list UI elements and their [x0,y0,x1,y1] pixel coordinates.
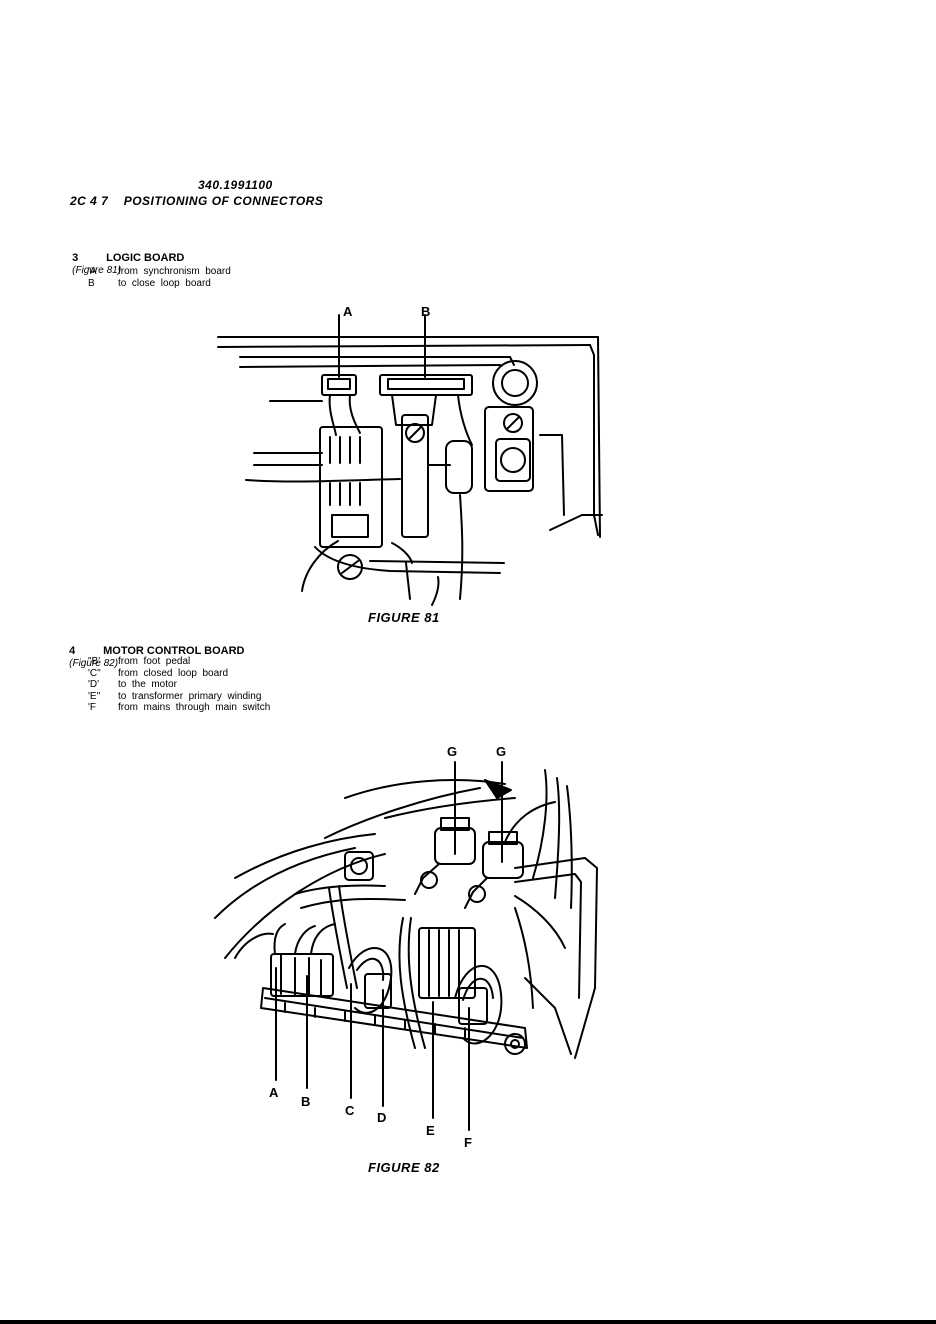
section-3-title: LOGIC BOARD [106,252,185,264]
section-4-figure-ref: (Figure 82) [69,658,119,669]
figure-81-callout-b: B [421,304,431,319]
figure-82-callout-d: D [377,1110,387,1125]
figure-81-caption: FIGURE 81 [368,610,440,625]
page-bottom-border [0,1320,936,1324]
legend-text: from closed loop board [118,667,229,679]
legend-item: 'D' to the motor [88,679,270,691]
legend-item: 'E" to transformer primary winding [88,691,270,703]
figure-82-callout-g-left: G [447,744,458,759]
legend-key: 'C" [88,667,101,679]
section-4-number: 4 [69,645,76,657]
figure-82-callout-e: E [426,1123,435,1138]
section-4-legend: "B' from foot pedal 'C" from closed loop b… [88,656,270,714]
figure-82-callout-b: B [301,1094,311,1109]
section-3-figure-ref: (Figure 81) [72,265,122,276]
legend-text: to close loop board [118,277,211,289]
figure-82-callout-a: A [269,1085,279,1100]
section-4-heading: 4 MOTOR CONTROL BOARD (Figure 82) [63,633,245,669]
section-4-title: MOTOR CONTROL BOARD [103,645,245,657]
legend-key: 'D' [88,679,100,690]
figure-82-callout-c: C [345,1103,355,1118]
section-3-heading: 3 LOGIC BOARD (Figure 81) [66,240,184,276]
legend-key: 'F [88,702,97,713]
figure-82-callout-f: F [464,1135,472,1150]
legend-key: 'E" [88,690,101,702]
legend-text: to the motor [118,679,177,690]
legend-text: from foot pedal [118,656,191,667]
legend-item: 'F from mains through main switch [88,702,270,714]
figure-82-callout-g-right: G [496,744,507,759]
figure-81-callout-a: A [343,304,353,319]
legend-key: B [88,277,95,289]
section-3-number: 3 [72,252,79,264]
document-code: 340.1991100 [198,178,273,192]
section-title: 2C 4 7 POSITIONING OF CONNECTORS [70,194,324,208]
legend-text: from synchronism board [118,266,231,277]
legend-text: from mains through main switch [118,702,271,713]
legend-item: 'A from synchronism board [88,266,231,278]
figure-82-drawing [215,758,615,1138]
legend-text: to transformer primary winding [118,690,262,702]
figure-81-drawing [210,315,610,615]
legend-key: "B' [88,656,101,667]
legend-key: 'A [88,266,97,277]
legend-item: "B' from foot pedal [88,656,270,668]
legend-item: 'C" from closed loop board [88,668,270,680]
figure-82-caption: FIGURE 82 [368,1160,440,1175]
